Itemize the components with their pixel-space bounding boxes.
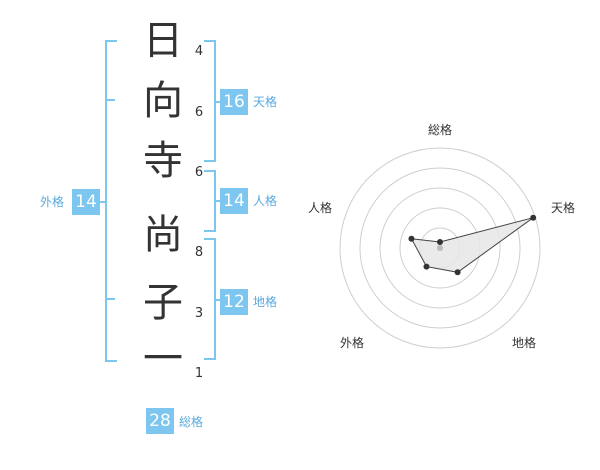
name-char-4: 尚 bbox=[143, 212, 183, 258]
stroke-count-5: 3 bbox=[194, 306, 204, 321]
name-char-6: 一 bbox=[143, 336, 183, 382]
bracket-tick-1 bbox=[105, 99, 115, 101]
chikaku-label: 地格 bbox=[253, 295, 278, 309]
name-char-3: 寺 bbox=[143, 138, 183, 184]
radar-ring-3 bbox=[379, 187, 501, 309]
name-char-5: 子 bbox=[143, 280, 183, 326]
name-char-1: 日 bbox=[143, 18, 183, 64]
gaikaku-value: 14 bbox=[72, 189, 100, 215]
stroke-count-1: 4 bbox=[194, 44, 204, 59]
jinkaku-label: 人格 bbox=[253, 194, 278, 208]
radar-label-lower-left: 外格 bbox=[340, 335, 364, 350]
stroke-count-4: 8 bbox=[194, 245, 204, 260]
radar-point-1 bbox=[437, 239, 443, 245]
stroke-count-3: 6 bbox=[194, 165, 204, 180]
stroke-count-6: 1 bbox=[194, 366, 204, 381]
radar-point-4 bbox=[423, 263, 430, 270]
radar-center-dot bbox=[437, 245, 443, 251]
radar-point-5 bbox=[408, 235, 415, 242]
radar-label-upper-right: 天格 bbox=[551, 200, 575, 215]
bracket-tick-2 bbox=[105, 298, 115, 300]
jinkaku-value: 14 bbox=[220, 188, 248, 214]
radar-ring-5 bbox=[339, 147, 541, 349]
chikaku-value: 12 bbox=[220, 289, 248, 315]
stroke-count-2: 6 bbox=[194, 105, 204, 120]
radar-ring-4 bbox=[359, 167, 521, 329]
jinkaku-connector bbox=[214, 200, 220, 202]
radar-point-3 bbox=[454, 269, 461, 276]
soukaku-label: 総格 bbox=[179, 415, 204, 429]
gaikaku-connector bbox=[100, 201, 105, 203]
gaikaku-bracket bbox=[105, 40, 117, 362]
radar-label-upper-left: 人格 bbox=[308, 200, 332, 215]
gaikaku-label: 外格 bbox=[40, 195, 65, 209]
radar-point-2 bbox=[530, 214, 537, 221]
radar-points bbox=[408, 214, 537, 276]
radar-label-top: 総格 bbox=[428, 122, 452, 137]
tenkaku-value: 16 bbox=[220, 89, 248, 115]
soukaku-value: 28 bbox=[146, 408, 174, 434]
chikaku-connector bbox=[214, 299, 220, 301]
name-char-2: 向 bbox=[143, 78, 183, 124]
radar-label-lower-right: 地格 bbox=[512, 335, 536, 350]
tenkaku-connector bbox=[214, 101, 220, 103]
radar-area bbox=[410, 217, 534, 273]
tenkaku-label: 天格 bbox=[253, 95, 278, 109]
